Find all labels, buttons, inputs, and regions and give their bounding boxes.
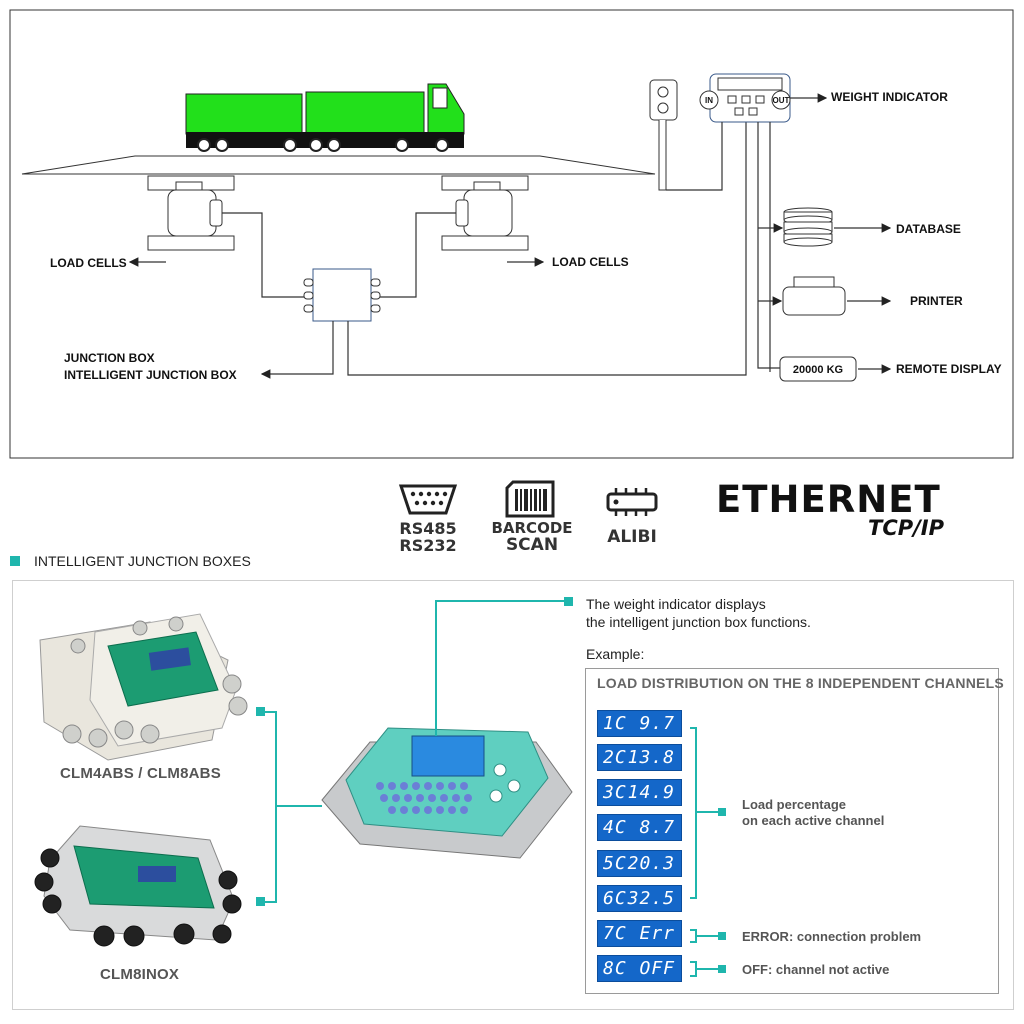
channel-value: 13.8: [627, 747, 675, 768]
remote-display-label: REMOTE DISPLAY: [896, 362, 1002, 376]
serial-port-icon: [398, 484, 458, 515]
intelligent-junction-box-label: INTELLIGENT JUNCTION BOX: [64, 368, 237, 382]
weight-indicator-label: WEIGHT INDICATOR: [831, 90, 948, 104]
channel-id: 8C: [603, 958, 627, 979]
channel-id: 6C: [603, 888, 627, 909]
barcode-icon: [505, 480, 555, 518]
channel-display-4: 4C 8.7: [597, 814, 682, 841]
description-line-2: the intelligent junction box functions.: [586, 614, 811, 630]
junction-box-panel: [12, 580, 1014, 1010]
ethernet-label: ETHERNET: [716, 478, 941, 521]
indicator-terminal-image: [321, 727, 573, 859]
weighbridge-platform: [21, 155, 656, 175]
channel-id: 5C: [603, 853, 627, 874]
channel-value: 9.7: [639, 713, 675, 734]
channel-value: OFF: [639, 958, 675, 979]
alibi-text: ALIBI: [607, 527, 657, 547]
clm-inox-label: CLM8INOX: [100, 966, 180, 983]
description-text: The weight indicator displays the intell…: [586, 595, 811, 631]
clm-abs-product-image: [39, 613, 248, 761]
barcode-text: BARCODE: [491, 519, 573, 537]
remote-display-device: [779, 356, 857, 382]
traffic-light: [649, 79, 678, 191]
truck: [185, 83, 465, 152]
rs232-text: RS232: [399, 536, 457, 555]
channel-display-8: 8C OFF: [597, 955, 682, 982]
junction-box: [303, 268, 381, 322]
load-distribution-box: [585, 668, 999, 994]
channel-id: 1C: [603, 713, 627, 734]
channel-value: 8.7: [639, 817, 675, 838]
scan-text: SCAN: [505, 535, 559, 555]
load-cells-right-label: LOAD CELLS: [552, 255, 629, 269]
remote-display-value: 20000 KG: [793, 364, 843, 376]
load-cells-left-label: LOAD CELLS: [50, 256, 127, 270]
channel-value: 14.9: [627, 782, 675, 803]
printer-label: PRINTER: [910, 294, 963, 308]
channel-display-1: 1C 9.7: [597, 710, 682, 737]
channel-id: 4C: [603, 817, 627, 838]
load-percentage-annotation: Load percentage on each active channel: [742, 797, 884, 829]
tcpip-label: TCP/IP: [868, 516, 945, 540]
channel-id: 3C: [603, 782, 627, 803]
memory-chip-icon: [606, 488, 658, 516]
printer-device: [782, 276, 846, 316]
error-annotation: ERROR: connection problem: [742, 929, 922, 944]
database-label: DATABASE: [896, 222, 961, 236]
alibi-label: ALIBI: [596, 529, 668, 546]
load-annotation-line-2: on each active channel: [742, 813, 885, 828]
weight-indicator-device: [699, 73, 791, 123]
load-distribution-title: LOAD DISTRIBUTION ON THE 8 INDEPENDENT C…: [597, 675, 1004, 691]
barcode-label: BARCODE SCAN: [486, 520, 578, 554]
load-annotation-line-1: Load percentage: [742, 797, 847, 812]
example-label: Example:: [586, 646, 645, 662]
channel-value: Err: [639, 923, 675, 944]
load-cell-left: [147, 175, 235, 251]
channel-id: 7C: [603, 923, 627, 944]
section-bullet: [10, 556, 20, 566]
out-port-label: OUT: [773, 96, 790, 105]
description-line-1: The weight indicator displays: [586, 596, 766, 612]
database-device: [783, 207, 833, 247]
clm-inox-product-image: [34, 825, 242, 947]
rs-label: RS485 RS232: [386, 520, 470, 554]
clm-abs-label: CLM4ABS / CLM8ABS: [60, 765, 221, 782]
load-cell-right: [441, 175, 529, 251]
junction-box-label: JUNCTION BOX: [64, 351, 155, 365]
channel-value: 32.5: [627, 888, 675, 909]
in-port-label: IN: [705, 96, 713, 105]
channel-value: 20.3: [627, 853, 675, 874]
rs485-text: RS485: [399, 519, 457, 538]
channel-id: 2C: [603, 747, 627, 768]
diagram-panel: [9, 9, 1014, 459]
off-annotation: OFF: channel not active: [742, 962, 890, 977]
section-title: INTELLIGENT JUNCTION BOXES: [34, 553, 251, 569]
channel-display-7: 7C Err: [597, 920, 682, 947]
